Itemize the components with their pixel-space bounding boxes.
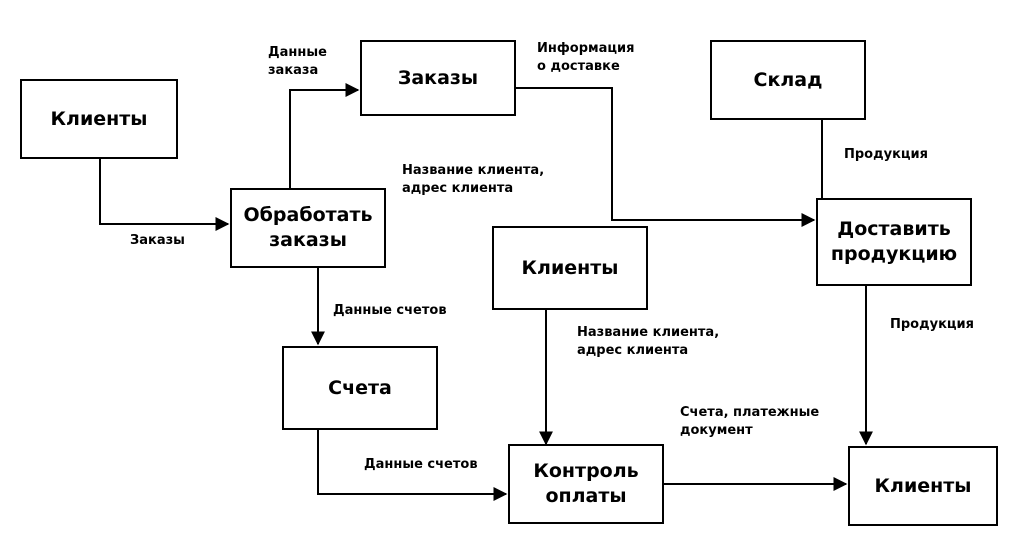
node-payment-control: Контроль оплаты xyxy=(508,444,664,524)
label-warehouse-to-deliver: Продукция xyxy=(844,147,929,162)
label-process-to-invoices: Данные счетов xyxy=(333,303,447,318)
label-deliver-to-clients: Продукция xyxy=(890,317,975,332)
flow-invoices-to-payment xyxy=(317,430,508,501)
flow-orders-to-deliver xyxy=(516,87,816,227)
node-clients-2: Клиенты xyxy=(492,226,648,310)
label-clients-to-process: Заказы xyxy=(130,233,185,248)
node-orders: Заказы xyxy=(360,40,516,116)
node-clients-1: Клиенты xyxy=(20,79,178,159)
node-warehouse: Склад xyxy=(710,40,866,120)
label-orders-to-deliver: Информация о доставке xyxy=(537,41,635,74)
flow-clients-to-process xyxy=(99,158,230,231)
node-invoices: Счета xyxy=(282,346,438,430)
flow-process-to-orders xyxy=(289,83,360,188)
label-process-to-orders: Данные заказа xyxy=(268,45,327,78)
label-invoices-to-payment: Данные счетов xyxy=(364,457,478,472)
node-clients-3: Клиенты xyxy=(848,446,998,526)
label-client-name-address-2: Название клиента, адрес клиента xyxy=(577,325,720,358)
label-payment-to-clients: Счета, платежные документ xyxy=(680,405,820,438)
node-deliver-products: Доставить продукцию xyxy=(816,198,972,286)
label-client-name-address-1: Название клиента, адрес клиента xyxy=(402,163,545,196)
node-process-orders: Обработать заказы xyxy=(230,188,386,268)
